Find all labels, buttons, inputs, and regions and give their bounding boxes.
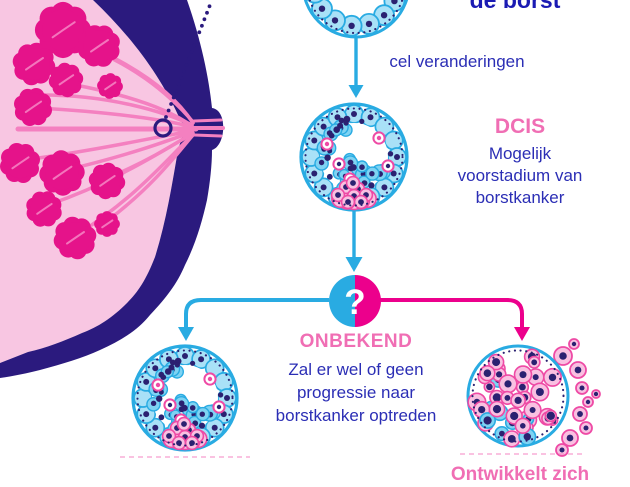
breast-label: de borst [469,0,561,13]
dcis-text-block: DCIS Mogelijk voorstadium van borstkanke… [430,114,610,209]
unknown-text-block: ONBEKEND Zal er wel of geen progressie n… [258,330,454,427]
unknown-description-line: borstkanker optreden [275,405,437,425]
dcis-description-line: Mogelijk [488,144,552,164]
lobule-cluster [97,73,123,99]
lobule-cluster [34,1,92,59]
lobules [0,1,126,260]
unknown-description-line: progressie naar [296,382,416,402]
lobule-cluster [88,162,126,200]
dcis-infographic: ? [0,0,601,458]
faint-dashed-lines [120,453,585,458]
dcis-description-line: voorstadium van [457,166,583,186]
flow-arrows [178,36,530,341]
invasive-cells-circle [466,338,601,457]
unknown-description-line: Zal er wel of geen [288,359,424,379]
lobule-cluster [94,211,120,237]
magnify-dotted-line [164,4,212,119]
lobule-cluster [78,25,120,67]
lobule-cluster [39,150,85,196]
breast-illustration [0,0,225,378]
lobule-cluster [13,88,52,126]
normal-duct-circle [303,0,409,39]
lobule-cluster [26,191,62,227]
lobule-cluster [0,143,40,183]
dcis-description-line: borstkanker [475,188,565,208]
question-badge-left-half [329,275,355,327]
breast-outline [0,0,224,378]
unknown-title: ONBEKEND [299,331,413,352]
lobule-cluster [53,216,97,260]
invasive-label: Ontwikkelt zich [450,464,590,485]
lobule-cluster [48,62,84,98]
lobule-cluster [12,42,56,86]
cell-changes-label: cel veranderingen [389,52,525,71]
stable-duct-circle [131,344,239,452]
question-badge-right-half [355,275,381,327]
question-icon: ? [329,275,381,327]
dcis-duct-circle [299,102,409,212]
question-mark: ? [344,283,365,322]
dcis-title: DCIS [494,115,546,138]
duct-magnifier-circle [153,118,173,138]
